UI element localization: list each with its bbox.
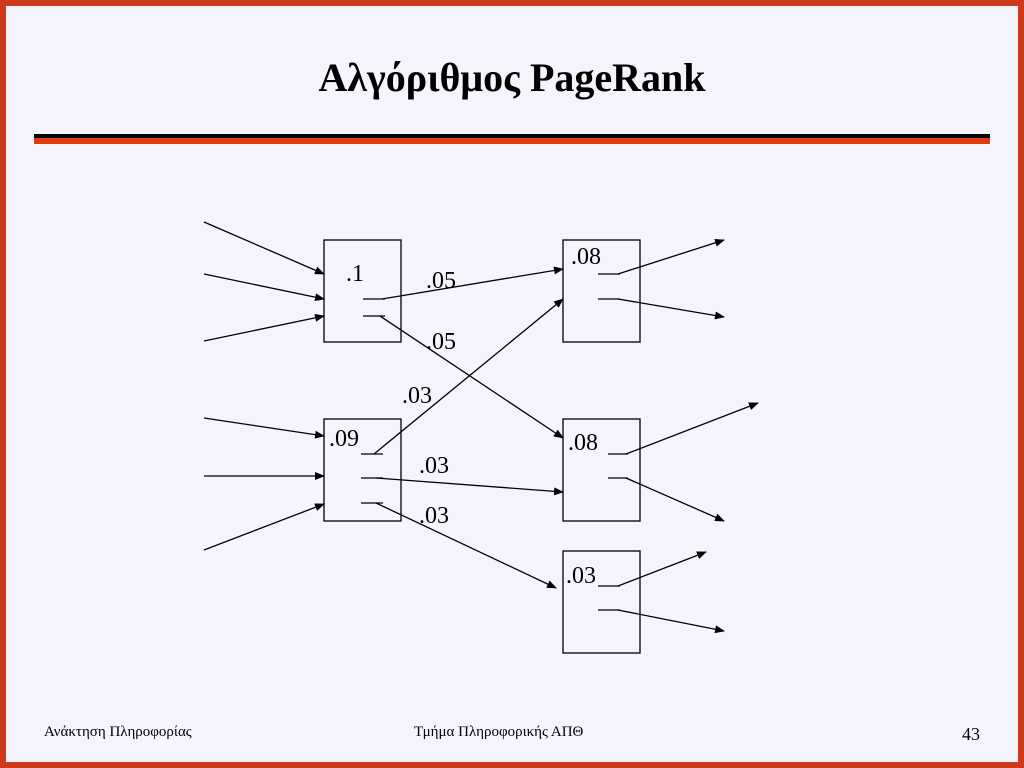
- edge-weight-label: .03: [419, 503, 449, 529]
- node-rank-label: .08: [568, 430, 598, 456]
- node-box-5: [562, 550, 641, 654]
- outgoing-edge: [617, 551, 707, 587]
- incoming-edge: [203, 313, 325, 342]
- pagerank-diagram: .1 .09 .08 .08 .03 .05 .05 .03 .03 .03: [203, 221, 759, 654]
- outgoing-edge: [617, 609, 725, 634]
- edge-n2-n3: [373, 298, 564, 455]
- edge-weight-label: .05: [426, 329, 456, 355]
- page-number: 43: [962, 724, 980, 744]
- edge-weight-label: .03: [419, 453, 449, 479]
- slide: Αλγόριθμος PageRank: [6, 6, 1018, 762]
- edge-weight-label: .03: [402, 383, 432, 409]
- outgoing-edge: [617, 298, 725, 320]
- incoming-edge: [203, 417, 325, 439]
- footer-course-name: Ανάκτηση Πληροφορίας: [44, 724, 192, 740]
- slide-title: Αλγόριθμος PageRank: [318, 55, 706, 100]
- outgoing-edge: [625, 402, 759, 455]
- node-box-3: [562, 239, 641, 343]
- incoming-edges-node-2: [203, 417, 325, 551]
- footer-department: Τμήμα Πληροφορικής ΑΠΘ: [414, 724, 584, 740]
- node-box-2: [323, 418, 402, 522]
- incoming-edges-node-1: [203, 221, 325, 342]
- edge-weight-label: .05: [426, 268, 456, 294]
- outgoing-edge: [625, 477, 725, 522]
- outgoing-edge: [617, 238, 725, 275]
- title-divider-dark: [34, 134, 990, 138]
- node-box-4: [562, 418, 641, 522]
- node-rank-label: .09: [329, 426, 359, 452]
- title-divider-accent: [34, 138, 990, 144]
- edge-n1-n4: [379, 315, 564, 439]
- incoming-edge: [203, 221, 325, 275]
- incoming-edge: [203, 273, 325, 302]
- node-rank-label: .1: [346, 261, 364, 287]
- node-rank-label: .03: [566, 563, 596, 589]
- node-rank-label: .08: [571, 244, 601, 270]
- edge-n2-n4: [375, 477, 564, 496]
- node-box-1: [323, 239, 402, 343]
- edge-n1-n3: [381, 266, 564, 300]
- incoming-edge: [203, 503, 325, 551]
- outgoing-edges: [617, 238, 759, 634]
- edge-n2-n5: [375, 502, 557, 589]
